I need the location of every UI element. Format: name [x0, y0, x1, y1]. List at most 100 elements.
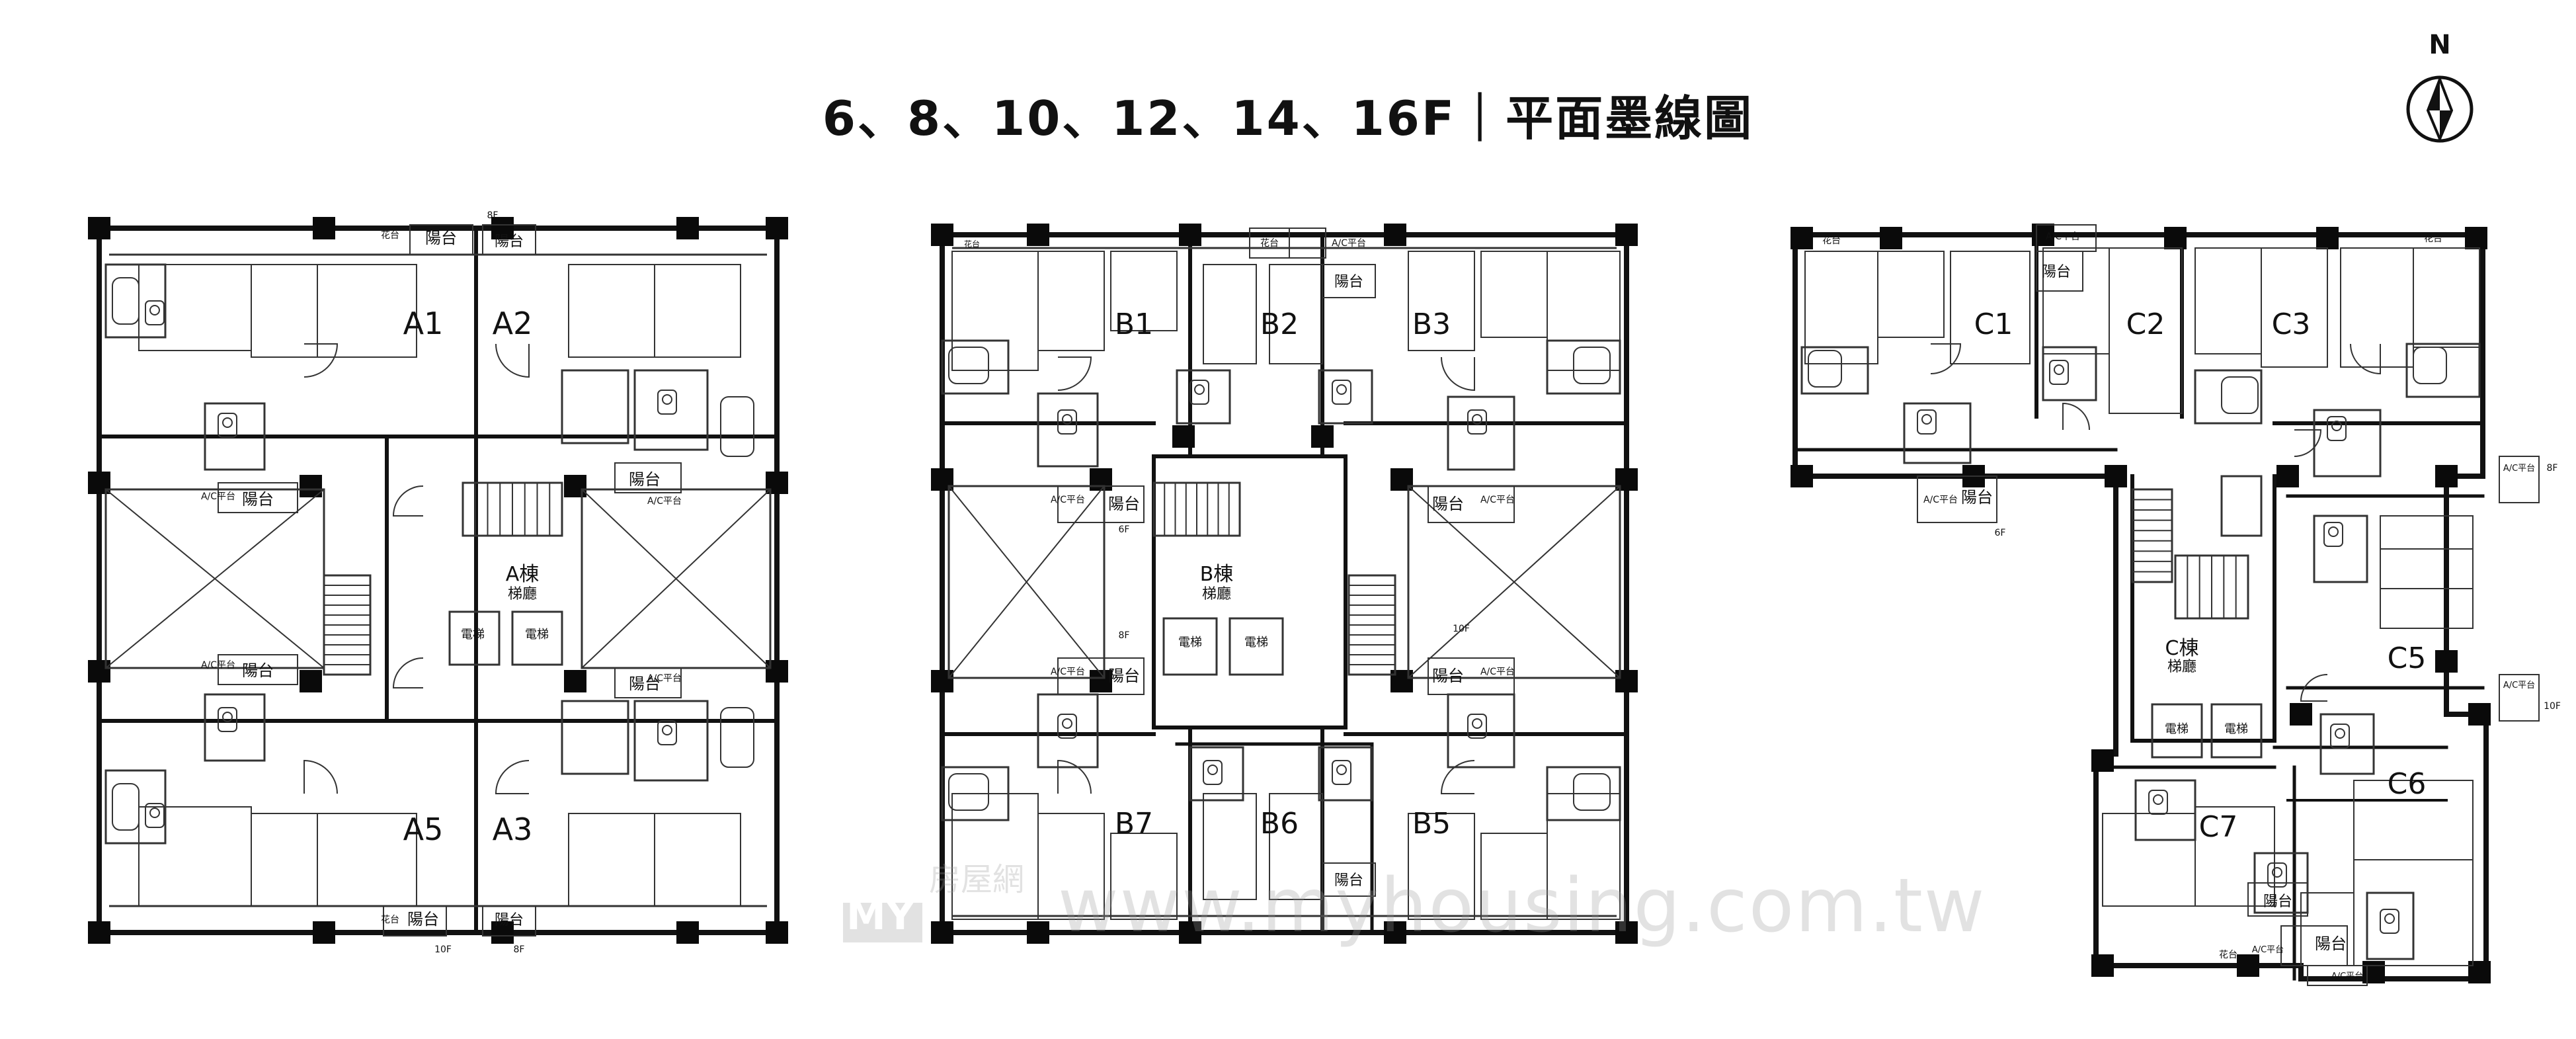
- toilet: [2148, 790, 2168, 815]
- toilet: [218, 707, 237, 732]
- room-outline: [1322, 862, 1376, 897]
- toilet: [1332, 380, 1351, 405]
- flower-label: 花台: [964, 239, 980, 249]
- pillar: [1179, 921, 1201, 944]
- north-compass: N: [2394, 30, 2486, 149]
- pillar: [2435, 650, 2458, 673]
- room-outline: [654, 264, 741, 358]
- room-outline: [1428, 657, 1515, 695]
- door-swing: [303, 343, 339, 378]
- toilet-bowl: [1472, 718, 1482, 729]
- pillar: [1172, 425, 1195, 448]
- ac-label: A/C平台: [1480, 495, 1515, 505]
- toilet-bowl: [2335, 728, 2345, 739]
- room-outline: [251, 813, 318, 907]
- ac-label: A/C平台: [1051, 667, 1085, 677]
- wall: [1152, 454, 1348, 729]
- floor-note: 10F: [1453, 624, 1470, 634]
- elevator-label: 電梯: [461, 628, 485, 642]
- room-outline: [1203, 264, 1257, 364]
- room-outline: [1269, 793, 1323, 900]
- pillar: [1390, 670, 1413, 692]
- room-outline: [947, 485, 1106, 679]
- pillar: [931, 670, 953, 692]
- room-outline: [383, 905, 447, 936]
- room-outline: [218, 654, 298, 685]
- toilet-bowl: [222, 712, 233, 722]
- toilet-bowl: [2328, 526, 2339, 537]
- toilet-bowl: [2384, 913, 2395, 924]
- pillar: [766, 217, 788, 239]
- door-swing: [1440, 760, 1475, 794]
- thin-line: [581, 489, 771, 669]
- pillar: [2105, 465, 2127, 487]
- ac-label: A/C平台: [647, 673, 682, 684]
- room-outline: [2210, 703, 2263, 759]
- watermark-site: www.myhousing.com.tw: [1058, 863, 1986, 949]
- door-swing: [1057, 759, 1092, 794]
- room-outline: [2499, 674, 2540, 722]
- ac-label: A/C平台: [2331, 972, 2363, 981]
- room-outline: [409, 224, 473, 255]
- door-swing: [2350, 343, 2381, 375]
- pillar: [300, 670, 322, 692]
- unit-a1: A1: [403, 306, 444, 341]
- room-outline: [2313, 515, 2368, 583]
- toilet-bowl: [2054, 364, 2064, 375]
- ac-label: A/C平台: [647, 496, 682, 507]
- pillar: [1311, 425, 1334, 448]
- ac-label: A/C平台: [1923, 495, 1958, 505]
- unit-b1: B1: [1115, 308, 1153, 341]
- elevator-label: 電梯: [1178, 636, 1202, 649]
- floor-note: 8F: [487, 210, 499, 221]
- balcony-label: 陽台: [242, 661, 274, 680]
- pillar: [2362, 961, 2385, 983]
- room-outline: [1037, 693, 1099, 769]
- building-a-name: A棟: [506, 563, 540, 586]
- unit-b6: B6: [1260, 807, 1299, 841]
- thin-line: [1408, 485, 1621, 679]
- room-outline: [2194, 806, 2275, 907]
- pillar: [676, 217, 699, 239]
- thin-line: [948, 485, 1105, 679]
- door-swing: [2294, 429, 2322, 457]
- elevator-label: 電梯: [2224, 722, 2248, 736]
- unit-a3: A3: [493, 811, 533, 847]
- unit-c1: C1: [1974, 308, 2013, 341]
- room-outline: [1162, 617, 1218, 676]
- room-outline: [2405, 343, 2481, 398]
- balcony-label: 陽台: [629, 675, 661, 693]
- toilet-bowl: [2272, 867, 2282, 878]
- room-outline: [1057, 657, 1145, 695]
- room-outline: [1228, 617, 1284, 676]
- bathtub: [112, 783, 140, 831]
- pillar: [2468, 961, 2491, 983]
- door-swing: [495, 343, 530, 378]
- elevator-label: 電梯: [1244, 636, 1268, 649]
- bathtub: [948, 773, 989, 811]
- building-a-sub: 梯廳: [508, 586, 537, 603]
- toilet: [2327, 416, 2347, 441]
- toilet-bowl: [1062, 718, 1072, 729]
- room-outline: [2499, 456, 2540, 503]
- room-outline: [614, 462, 682, 493]
- balcony-label: 陽台: [425, 229, 457, 247]
- pillar: [2468, 703, 2491, 726]
- toilet-bowl: [1921, 414, 1932, 425]
- room-outline: [561, 700, 629, 775]
- room-outline: [568, 813, 655, 907]
- bathtub: [1808, 350, 1842, 388]
- flower-label: 花台: [1260, 238, 1279, 249]
- door-swing: [1441, 356, 1475, 392]
- building-b-sub: 梯廳: [1202, 586, 1231, 603]
- toilet-bowl: [2153, 794, 2163, 805]
- balcony-label: 陽台: [495, 233, 524, 250]
- pillar: [1384, 921, 1406, 944]
- unit-a2: A2: [493, 306, 533, 341]
- pillar: [1179, 224, 1201, 246]
- bathtub: [2221, 376, 2259, 414]
- balcony-label: 陽台: [2315, 935, 2347, 953]
- unit-b5: B5: [1412, 807, 1451, 841]
- room-outline: [2380, 548, 2474, 589]
